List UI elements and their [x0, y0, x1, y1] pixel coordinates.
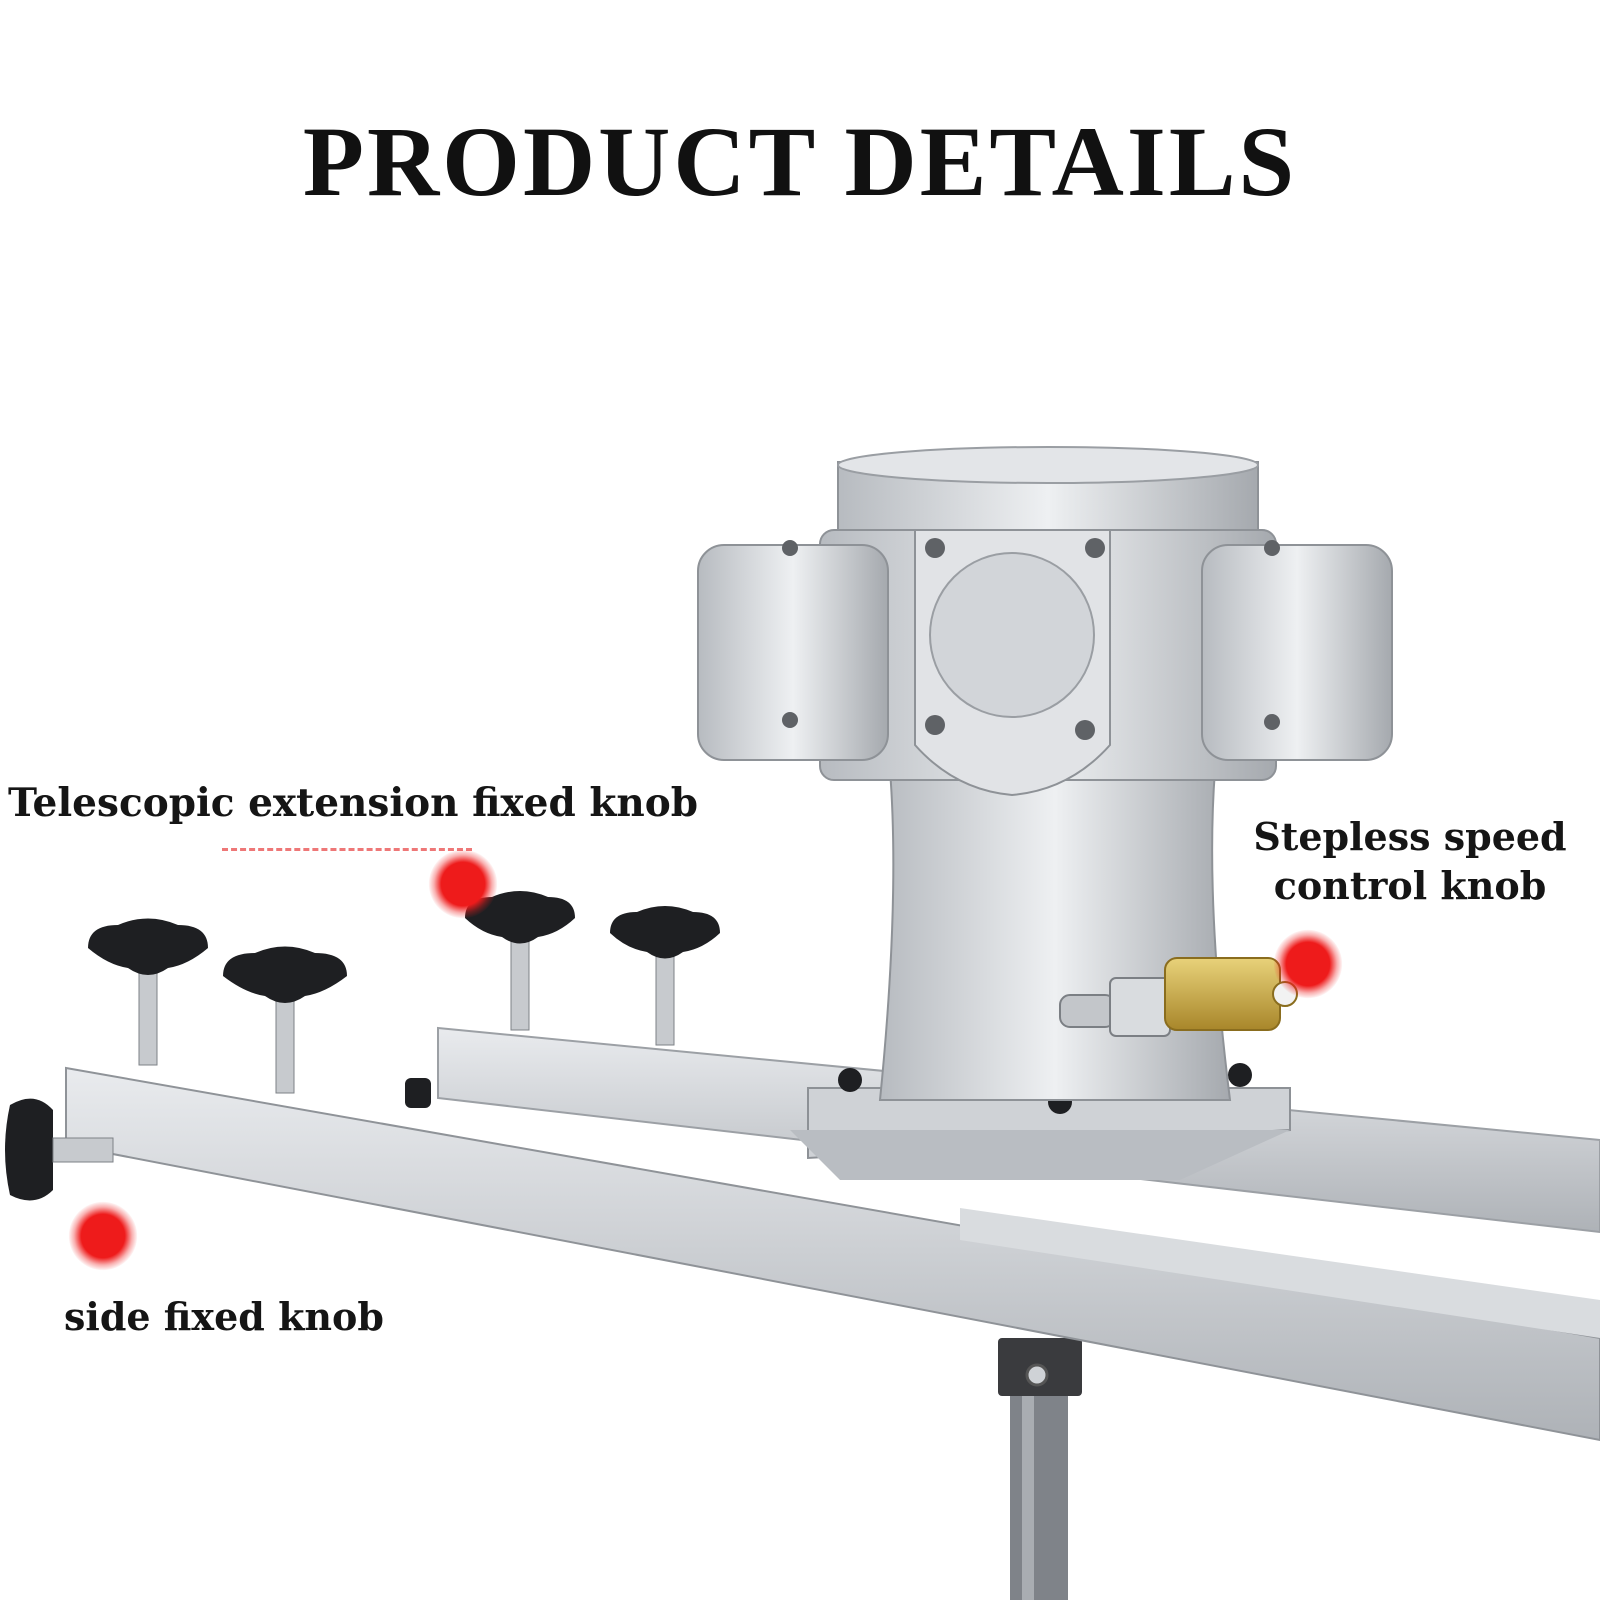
- telescopic-leader-line: [222, 848, 472, 851]
- stepless-speed-line-1: Stepless speed: [1253, 814, 1567, 859]
- marker-dot-icon: [1273, 929, 1343, 999]
- stand-pole: [998, 1338, 1082, 1600]
- marker-dot-icon: [68, 1201, 138, 1271]
- stepless-speed-label: Stepless speed control knob: [1240, 812, 1580, 911]
- rear-knob: [405, 1078, 431, 1108]
- marker-dot-icon: [428, 849, 498, 919]
- star-knob-icon: [465, 891, 575, 1031]
- star-knob-icon: [88, 918, 208, 1066]
- page-title: PRODUCT DETAILS: [302, 106, 1298, 217]
- star-knob-icon: [610, 906, 720, 1046]
- stepless-speed-line-2: control knob: [1273, 863, 1547, 909]
- star-knob-icon: [5, 1098, 114, 1201]
- speed-control-valve: [1059, 957, 1298, 1037]
- front-rail: [65, 1066, 1600, 1442]
- mounting-plate: [790, 1063, 1291, 1180]
- side-knob-label: side fixed knob: [64, 1294, 384, 1339]
- telescopic-knob-label: Telescopic extension fixed knob: [8, 780, 699, 826]
- star-knob-icon: [223, 946, 347, 1094]
